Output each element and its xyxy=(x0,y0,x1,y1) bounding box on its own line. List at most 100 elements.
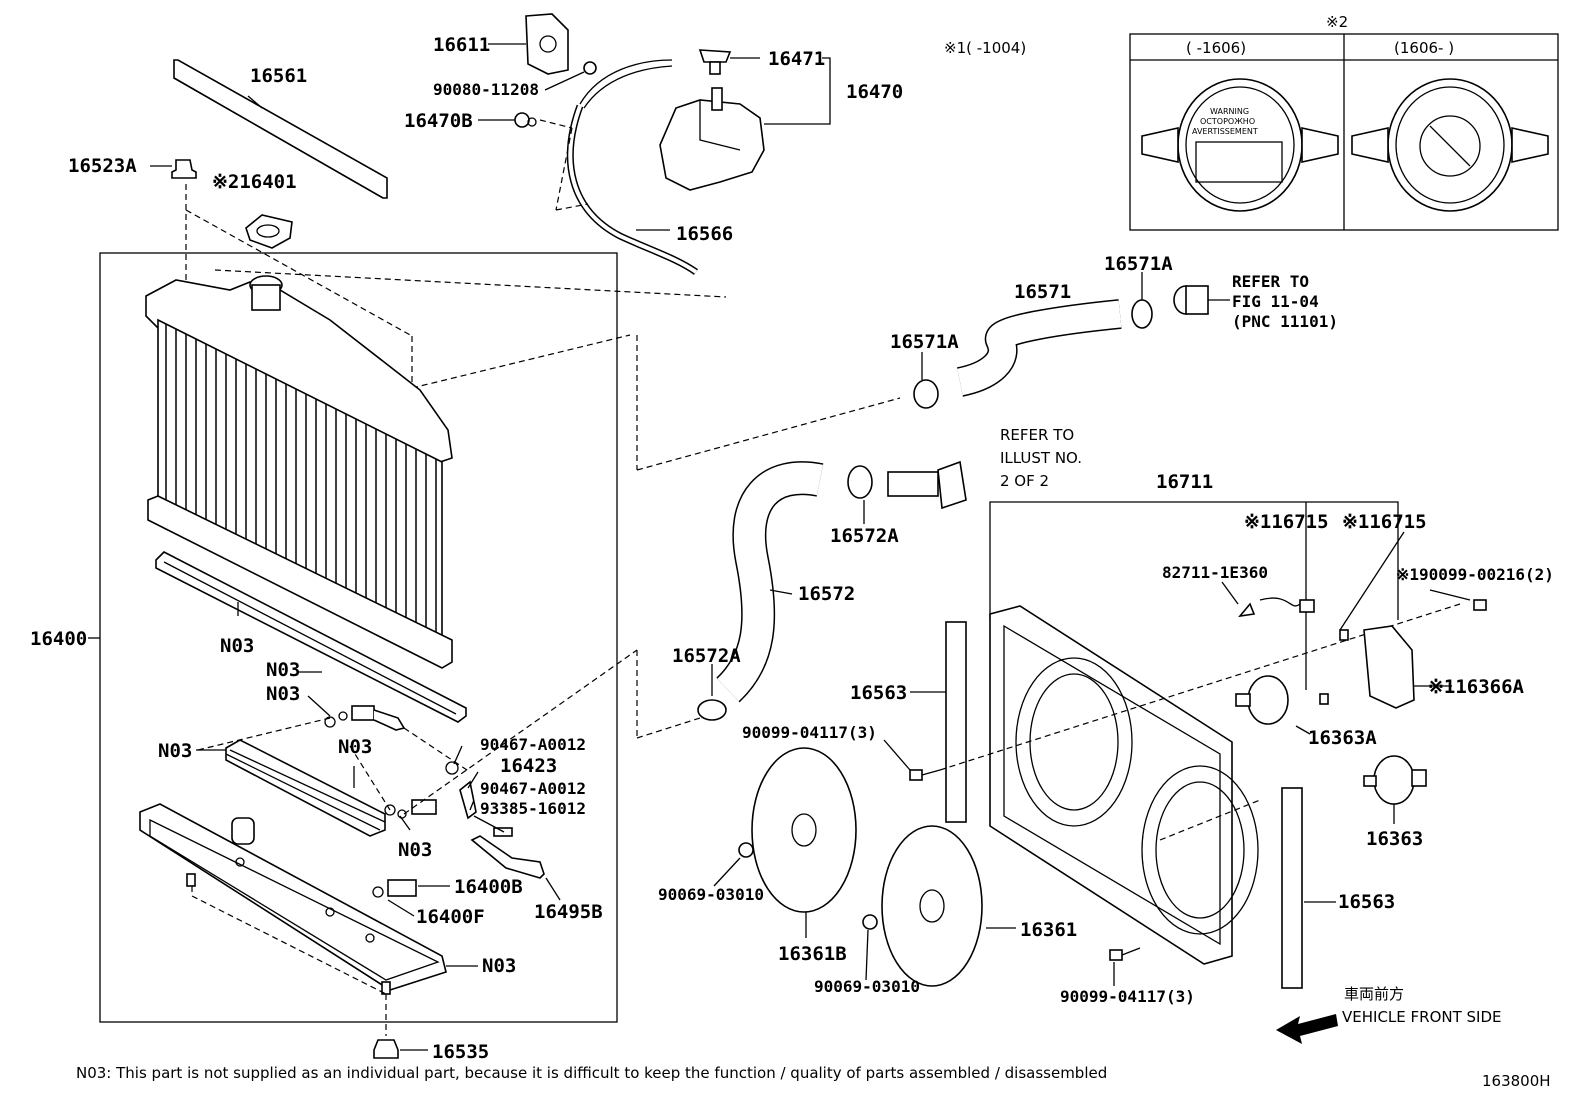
label-16572A-low: 16572A xyxy=(672,645,741,667)
seal-strip-16561 xyxy=(173,59,388,199)
bracket-16611 xyxy=(525,13,569,75)
label-16401: ※216401 xyxy=(212,171,297,193)
radiator-core xyxy=(145,275,467,723)
figure-id: 163800H xyxy=(1482,1072,1551,1090)
label-16563-right: 16563 xyxy=(1338,891,1395,913)
label-90099-04117-b: 90099-04117(3) xyxy=(1060,987,1195,1006)
footnote-n03: N03: This part is not supplied as an ind… xyxy=(76,1064,1107,1082)
refer-fig-line1: REFER TO xyxy=(1232,272,1309,291)
seal-16563-left xyxy=(945,621,967,823)
reservoir-16470 xyxy=(659,87,765,191)
label-90069-a: 90069-03010 xyxy=(658,885,764,904)
label-16715-b: ※116715 xyxy=(1342,511,1427,533)
leader-lines xyxy=(196,43,1471,1051)
front-direction-arrow xyxy=(1276,1014,1338,1044)
front-label-jp: 車両前方 xyxy=(1344,985,1404,1003)
clamp-16571A-left xyxy=(913,379,939,409)
cap-warning-line1: WARNING xyxy=(1210,107,1249,116)
screw-90099-04117-a xyxy=(909,769,941,781)
label-90467-a: 90467-A0012 xyxy=(480,735,586,754)
screw-90099-04117-b xyxy=(1109,947,1141,961)
label-16400F: 16400F xyxy=(416,906,485,928)
water-inlet-fitting xyxy=(887,460,967,510)
label-90099-04117-a: 90099-04117(3) xyxy=(742,723,877,742)
note-mark1: ※1( -1004) xyxy=(944,39,1026,57)
bolt-90099-00216 xyxy=(1473,599,1487,611)
bottom-tank xyxy=(139,803,447,995)
label-16366A: ※116366A xyxy=(1428,676,1525,698)
label-16495B: 16495B xyxy=(534,901,603,923)
cap-warning-line2: ОСТОРОЖНО xyxy=(1200,117,1255,126)
label-n03-tank: N03 xyxy=(482,955,516,977)
cap-warning-line3: AVERTISSEMENT xyxy=(1192,127,1258,136)
label-16423: 16423 xyxy=(500,755,557,777)
label-16561: 16561 xyxy=(250,65,307,87)
label-16471: 16471 xyxy=(768,48,825,70)
label-16571A-left: 16571A xyxy=(890,331,959,353)
clamp-16470B xyxy=(514,112,537,128)
label-16572: 16572 xyxy=(798,583,855,605)
label-16611: 16611 xyxy=(433,34,490,56)
clip-16715 xyxy=(1319,629,1349,705)
label-16363: 16363 xyxy=(1366,828,1423,850)
fan-shroud-16711 xyxy=(989,605,1259,965)
label-16715-a: ※116715 xyxy=(1244,511,1329,533)
refer-illust-line2: ILLUST NO. xyxy=(1000,449,1082,467)
label-n03-oring-a: N03 xyxy=(266,659,300,681)
note-mark2: ※2 xyxy=(1326,13,1348,31)
cushion-16535 xyxy=(373,1039,399,1059)
label-16572A-top: 16572A xyxy=(830,525,899,547)
motor-16363A xyxy=(1235,675,1289,725)
label-90467-b: 90467-A0012 xyxy=(480,779,586,798)
label-16470B: 16470B xyxy=(404,110,473,132)
label-16571A-top: 16571A xyxy=(1104,253,1173,275)
label-82711: 82711-1E360 xyxy=(1162,563,1268,582)
label-90080-11208: 90080-11208 xyxy=(433,80,539,99)
label-16571: 16571 xyxy=(1014,281,1071,303)
reservoir-cap-16471 xyxy=(698,49,732,75)
cap-col2-range: (1606- ) xyxy=(1394,39,1454,57)
label-16400: 16400 xyxy=(30,628,87,650)
label-93385: 93385-16012 xyxy=(480,799,586,818)
label-16566: 16566 xyxy=(676,223,733,245)
nut-90069-b xyxy=(862,914,878,930)
refer-illust-line1: REFER TO xyxy=(1000,426,1074,444)
label-16470: 16470 xyxy=(846,81,903,103)
cushion-16523A xyxy=(150,159,197,179)
label-90099-00216: ※190099-00216(2) xyxy=(1396,565,1554,584)
label-n03-drain-b: N03 xyxy=(398,839,432,861)
label-16535: 16535 xyxy=(432,1041,489,1063)
bracket-16366A xyxy=(1363,625,1415,709)
water-outlet-fitting xyxy=(1173,285,1209,315)
label-n03-drain-a: N03 xyxy=(338,736,372,758)
wiring-82711 xyxy=(1238,597,1315,618)
bolt-90080 xyxy=(583,61,597,75)
clamp-16571A-top xyxy=(1131,299,1153,329)
front-label-en: VEHICLE FRONT SIDE xyxy=(1342,1008,1502,1026)
label-90069-b: 90069-03010 xyxy=(814,977,920,996)
label-16363A: 16363A xyxy=(1308,727,1377,749)
label-16523A: 16523A xyxy=(68,155,137,177)
refer-fig-line2: FIG 11-04 xyxy=(1232,292,1319,311)
label-16563-left: 16563 xyxy=(850,682,907,704)
radiator-cap-16401 xyxy=(245,214,293,249)
refer-fig-line3: (PNC 11101) xyxy=(1232,312,1338,331)
fan-16361B xyxy=(751,747,857,913)
cap-variant-table xyxy=(1129,33,1559,231)
refer-illust-line3: 2 OF 2 xyxy=(1000,472,1049,490)
clamp-16572A-low xyxy=(697,699,727,721)
label-n03-oring-b: N03 xyxy=(266,683,300,705)
label-n03-gasket: N03 xyxy=(220,635,254,657)
label-16400B: 16400B xyxy=(454,876,523,898)
overflow-hose-16566 xyxy=(579,59,673,109)
label-n03-block: N03 xyxy=(158,740,192,762)
label-16361B: 16361B xyxy=(778,943,847,965)
cap-col1-range: ( -1606) xyxy=(1186,39,1246,57)
fan-16361 xyxy=(881,825,983,987)
motor-16363 xyxy=(1363,755,1427,805)
nut-90069-a xyxy=(738,842,754,858)
clamp-16572A-top xyxy=(847,465,873,499)
label-16711: 16711 xyxy=(1156,471,1213,493)
